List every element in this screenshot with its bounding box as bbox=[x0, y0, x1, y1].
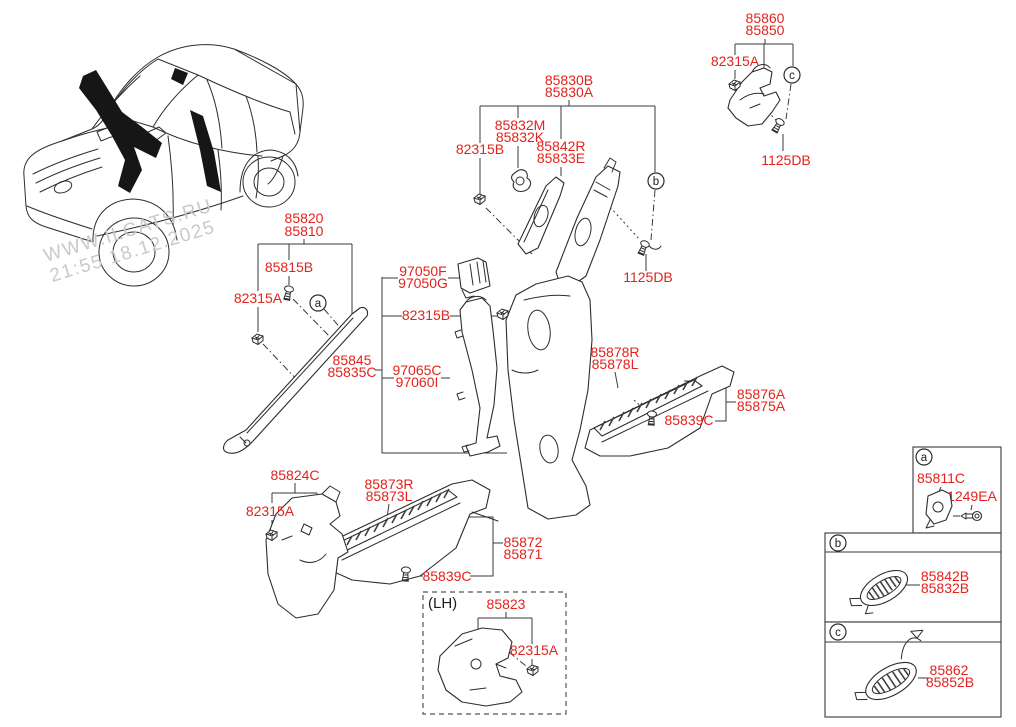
part-code-85873R[interactable]: 85873R bbox=[364, 476, 413, 492]
legend-box-c: c 85862 85852B bbox=[824, 621, 1002, 718]
part-code-85878L[interactable]: 85878L bbox=[592, 356, 639, 372]
part-code-85842R[interactable]: 85842R bbox=[536, 138, 585, 154]
part-drawing-garnish-clip[interactable] bbox=[511, 169, 532, 192]
part-drawing-duct-upper[interactable] bbox=[457, 257, 491, 299]
part-code-82315A-lh[interactable]: 82315A bbox=[510, 642, 559, 658]
part-code-1125DB-corner[interactable]: 1125DB bbox=[761, 152, 811, 168]
ref-circle-b-label: b bbox=[653, 176, 659, 188]
part-code-1249EA[interactable]: 1249EA bbox=[947, 488, 997, 504]
part-code-85852B[interactable]: 85852B bbox=[926, 674, 974, 690]
part-drawing-rear-corner-trim[interactable] bbox=[727, 64, 781, 127]
part-drawing-85811C-clip[interactable] bbox=[925, 489, 953, 529]
part-drawing-b-pillar-trim-small[interactable] bbox=[517, 176, 565, 255]
part-code-85842B[interactable]: 85842B bbox=[921, 568, 969, 584]
ref-circle-a[interactable]: a bbox=[309, 294, 327, 312]
part-code-97050F[interactable]: 97050F bbox=[399, 263, 446, 279]
part-drawing-1249EA-screw[interactable] bbox=[953, 510, 983, 522]
legend-ref-c-label: c bbox=[835, 627, 841, 639]
highlighted-trim-areas bbox=[79, 68, 221, 193]
ref-circle-a-label: a bbox=[315, 298, 322, 310]
part-code-85875A[interactable]: 85875A bbox=[737, 398, 786, 414]
legend-ref-a-label: a bbox=[921, 452, 928, 464]
part-code-97060I[interactable]: 97060I bbox=[396, 374, 439, 390]
part-drawing-85842B-emblem[interactable] bbox=[845, 563, 914, 620]
part-drawing-a-pillar-trim[interactable] bbox=[223, 306, 369, 454]
part-code-85839C-front[interactable]: 85839C bbox=[422, 568, 471, 584]
legend-ref-circle-a[interactable]: a bbox=[915, 448, 933, 466]
part-code-85876A[interactable]: 85876A bbox=[737, 386, 786, 402]
part-code-82315B-duct[interactable]: 82315B bbox=[402, 307, 450, 323]
part-code-82315A-corner[interactable]: 82315A bbox=[711, 53, 760, 69]
part-code-85815B[interactable]: 85815B bbox=[265, 259, 313, 275]
legend-box-a: a 85811C 1249EA bbox=[912, 446, 1002, 534]
part-code-85839C-rear[interactable]: 85839C bbox=[664, 412, 713, 428]
part-drawing-front-sill-scuff[interactable] bbox=[317, 479, 499, 585]
part-drawing-rear-sill-scuff[interactable] bbox=[584, 365, 735, 457]
part-drawing-cowl-side-trim[interactable] bbox=[265, 485, 349, 619]
part-code-85823[interactable]: 85823 bbox=[487, 596, 526, 612]
part-drawing-b-pillar-lower-trim[interactable] bbox=[505, 275, 593, 520]
lh-tag: (LH) bbox=[428, 595, 457, 612]
part-code-85830B[interactable]: 85830B bbox=[545, 72, 593, 88]
part-code-82315A-cowl[interactable]: 82315A bbox=[246, 503, 295, 519]
part-code-1125DB-bpillar[interactable]: 1125DB bbox=[623, 269, 673, 285]
part-drawing-lh-cowl-trim[interactable] bbox=[437, 627, 523, 707]
part-code-85820[interactable]: 85820 bbox=[285, 210, 324, 226]
lh-inset-box bbox=[422, 591, 567, 715]
part-code-85830A[interactable]: 85830A bbox=[545, 84, 594, 100]
part-code-97065C[interactable]: 97065C bbox=[392, 362, 441, 378]
legend-ref-circle-c[interactable]: c bbox=[829, 623, 847, 641]
ref-circle-c-label: c bbox=[789, 70, 795, 82]
legend-ref-b-label: b bbox=[835, 538, 841, 550]
part-code-85824C[interactable]: 85824C bbox=[270, 467, 319, 483]
part-code-85832B[interactable]: 85832B bbox=[921, 580, 969, 596]
part-code-85845[interactable]: 85845 bbox=[333, 352, 372, 368]
watermark: WWW.ILCATS.RU 21:55 18.12.2025 bbox=[41, 195, 218, 286]
part-drawing-b-pillar-upper-trim[interactable] bbox=[555, 157, 621, 297]
part-code-85835C[interactable]: 85835C bbox=[327, 364, 376, 380]
ref-circle-c[interactable]: c bbox=[783, 66, 801, 84]
part-code-85811C[interactable]: 85811C bbox=[917, 470, 965, 486]
part-code-85878R[interactable]: 85878R bbox=[590, 344, 639, 360]
part-code-85860[interactable]: 85860 bbox=[746, 10, 785, 26]
part-code-85832M[interactable]: 85832M bbox=[495, 117, 546, 133]
part-drawing-duct-lower[interactable] bbox=[454, 295, 501, 457]
part-code-97050G[interactable]: 97050G bbox=[398, 275, 448, 291]
part-code-82315A-apillar[interactable]: 82315A bbox=[234, 290, 283, 306]
part-code-85850[interactable]: 85850 bbox=[746, 22, 785, 38]
part-code-85873L[interactable]: 85873L bbox=[366, 488, 413, 504]
part-code-85872[interactable]: 85872 bbox=[504, 534, 543, 550]
vehicle-illustration bbox=[23, 44, 304, 287]
part-code-85833E[interactable]: 85833E bbox=[537, 150, 585, 166]
part-code-85832K[interactable]: 85832K bbox=[496, 129, 545, 145]
legend-ref-circle-b[interactable]: b bbox=[829, 534, 847, 552]
part-code-85871[interactable]: 85871 bbox=[504, 546, 543, 562]
legend-box-b: b 85842B 85832B bbox=[824, 532, 1002, 623]
part-code-82315B-bpillar[interactable]: 82315B bbox=[456, 141, 504, 157]
ref-circle-b[interactable]: b bbox=[647, 172, 665, 190]
part-code-85862[interactable]: 85862 bbox=[930, 662, 969, 678]
part-drawing-85862-emblem[interactable] bbox=[841, 626, 944, 713]
part-code-85810[interactable]: 85810 bbox=[285, 223, 324, 239]
